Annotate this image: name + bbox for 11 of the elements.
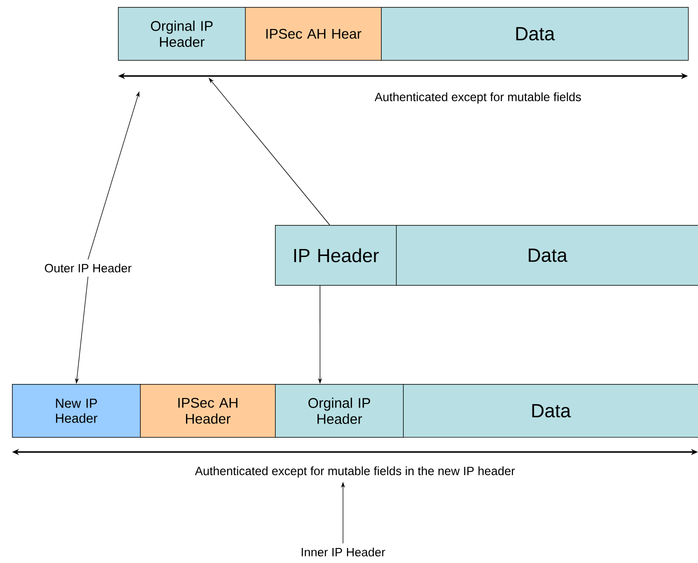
- header-field: Orginal IP Header: [275, 384, 404, 438]
- header-field: Data: [381, 7, 689, 61]
- dimension-label: Authenticated except for mutable fields in the new IP header: [194, 466, 515, 478]
- header-field: New IP Header: [12, 384, 141, 438]
- header-field: IPSec AH Header: [140, 384, 276, 438]
- header-field: Orginal IP Header: [118, 7, 246, 61]
- callout-text: Outer IP Header: [44, 264, 132, 272]
- dimension-label: Authenticated except for mutable fields: [374, 92, 581, 104]
- callout-text: Inner IP Header: [302, 548, 386, 556]
- header-field: IPSec AH Hear: [245, 7, 382, 61]
- header-field: IP Header: [275, 225, 397, 286]
